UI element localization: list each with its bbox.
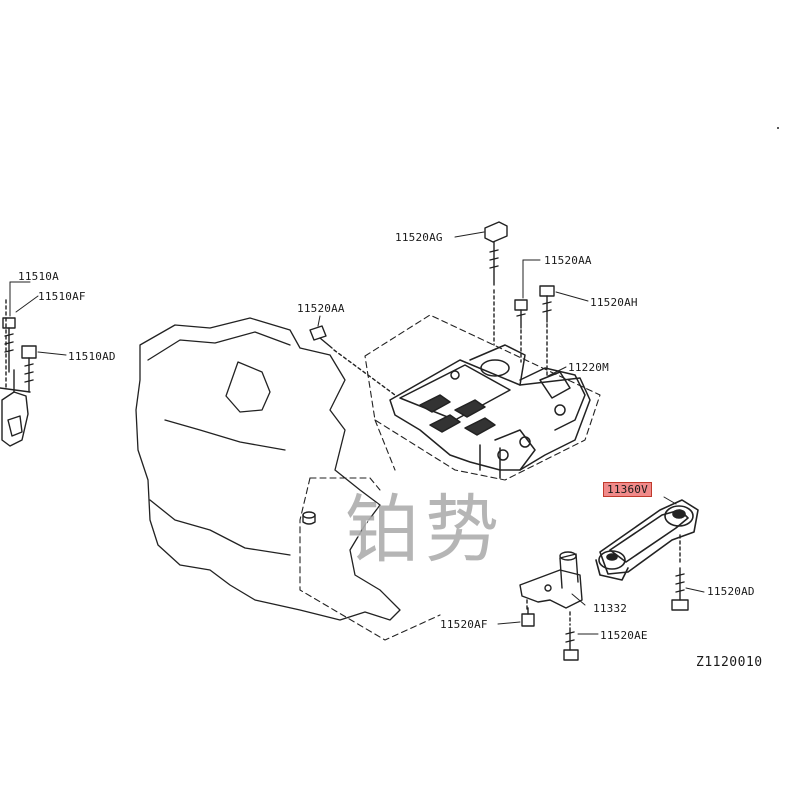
bracket-11332 [519, 551, 583, 609]
bolt-11520AH [539, 285, 555, 379]
bolt-11520AE [563, 611, 579, 661]
label-11520AD: 11520AD [707, 585, 755, 598]
label-11520AG: 11520AG [395, 231, 443, 244]
label-11510AD: 11510AD [68, 350, 116, 363]
leader-lines-top [317, 231, 589, 377]
label-11520AE: 11520AE [600, 629, 648, 642]
phantom-outline-upper [364, 314, 601, 481]
bolt-11510AD [21, 345, 37, 393]
label-11520AH: 11520AH [590, 296, 638, 309]
leader-lines-bottom [497, 593, 599, 635]
torque-rod-11360V [595, 499, 699, 581]
bolt-11520AD [671, 534, 689, 611]
label-11220M: 11220M [568, 361, 609, 374]
label-11360V: 11360V [603, 482, 652, 497]
diagram-code: Z1120010 [696, 655, 763, 670]
label-11520AF: 11520AF [440, 618, 488, 631]
phantom-outline-lower [299, 477, 441, 641]
engine-mount-bracket-11220M [389, 344, 591, 479]
bolt-11520AG [484, 221, 508, 346]
label-11520AA-left: 11520AA [297, 302, 345, 315]
label-11520AA-top: 11520AA [544, 254, 592, 267]
label-11510AF: 11510AF [38, 290, 86, 303]
bolt-11520AA-left [309, 325, 396, 396]
small-nut [302, 511, 316, 525]
label-11332: 11332 [593, 602, 628, 615]
leader-lines-right [663, 496, 705, 593]
bolt-11520AF [521, 599, 535, 627]
engine-block-outline [135, 317, 401, 621]
stray-dot [777, 127, 779, 129]
leader-lines-left [9, 281, 67, 356]
bolt-11520AA-top [514, 299, 528, 363]
label-11510A: 11510A [18, 270, 59, 283]
bolt-11510AF [2, 317, 16, 373]
